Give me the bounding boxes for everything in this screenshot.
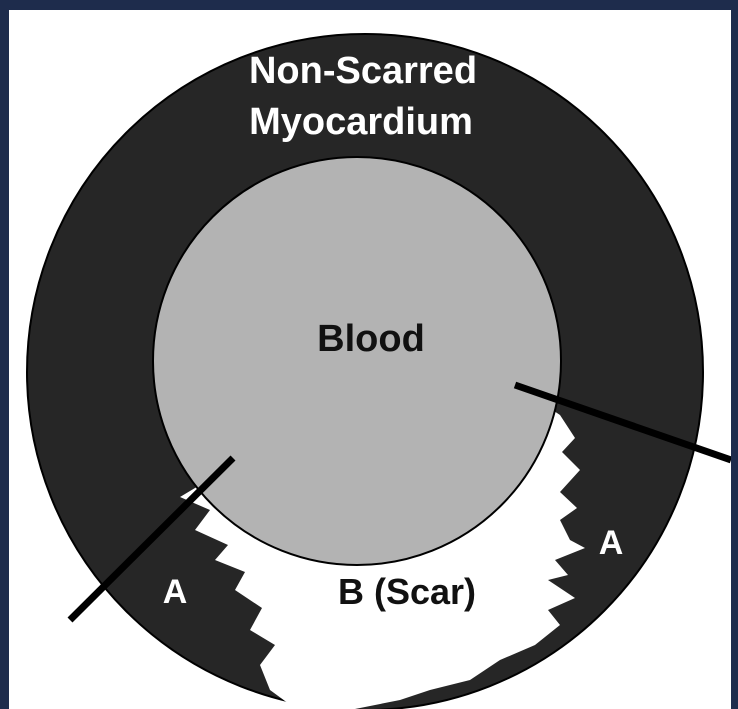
myocardium-cross-section-diagram: Non-Scarred Myocardium Blood B (Scar) A … [9, 10, 731, 709]
scar-label: B (Scar) [338, 571, 476, 612]
region-a-right-label: A [599, 524, 624, 562]
myocardium-label-line2: Myocardium [249, 101, 473, 143]
region-a-left-label: A [163, 573, 188, 611]
blood-pool [153, 157, 561, 565]
myocardium-label-line1: Non-Scarred [249, 50, 477, 92]
blood-label: Blood [317, 318, 425, 360]
diagram-panel: Non-Scarred Myocardium Blood B (Scar) A … [9, 10, 731, 709]
